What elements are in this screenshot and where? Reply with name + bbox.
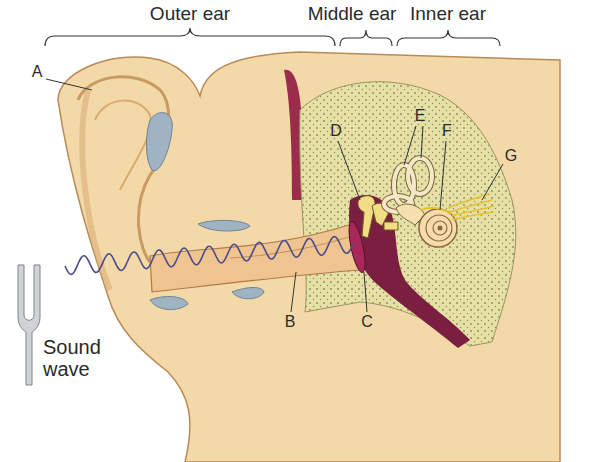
part-letter: E (415, 107, 426, 125)
middle-ear-cavity (349, 195, 470, 348)
section-brackets (45, 28, 500, 46)
pinna-fold (82, 90, 110, 290)
section-label: Outer ear (150, 4, 230, 25)
tuning-fork (18, 265, 40, 385)
section-label: Inner ear (410, 4, 486, 25)
part-letter: D (330, 122, 342, 140)
cochlea (419, 209, 457, 247)
part-letter: B (285, 313, 296, 331)
part-letter: C (361, 313, 373, 331)
leader-lines (46, 79, 503, 312)
section-label: Middle ear (308, 4, 397, 25)
sound-wave-line (65, 237, 353, 275)
part-letter: A (32, 63, 43, 81)
sound-label: Sound wave (43, 336, 105, 380)
ossicles (358, 196, 398, 238)
canal-lining (230, 236, 352, 258)
part-letter: F (442, 122, 452, 140)
ear-canal (150, 224, 360, 292)
ear-pinna (58, 52, 560, 462)
part-letter: G (505, 147, 517, 165)
pinna-fold (95, 101, 151, 190)
